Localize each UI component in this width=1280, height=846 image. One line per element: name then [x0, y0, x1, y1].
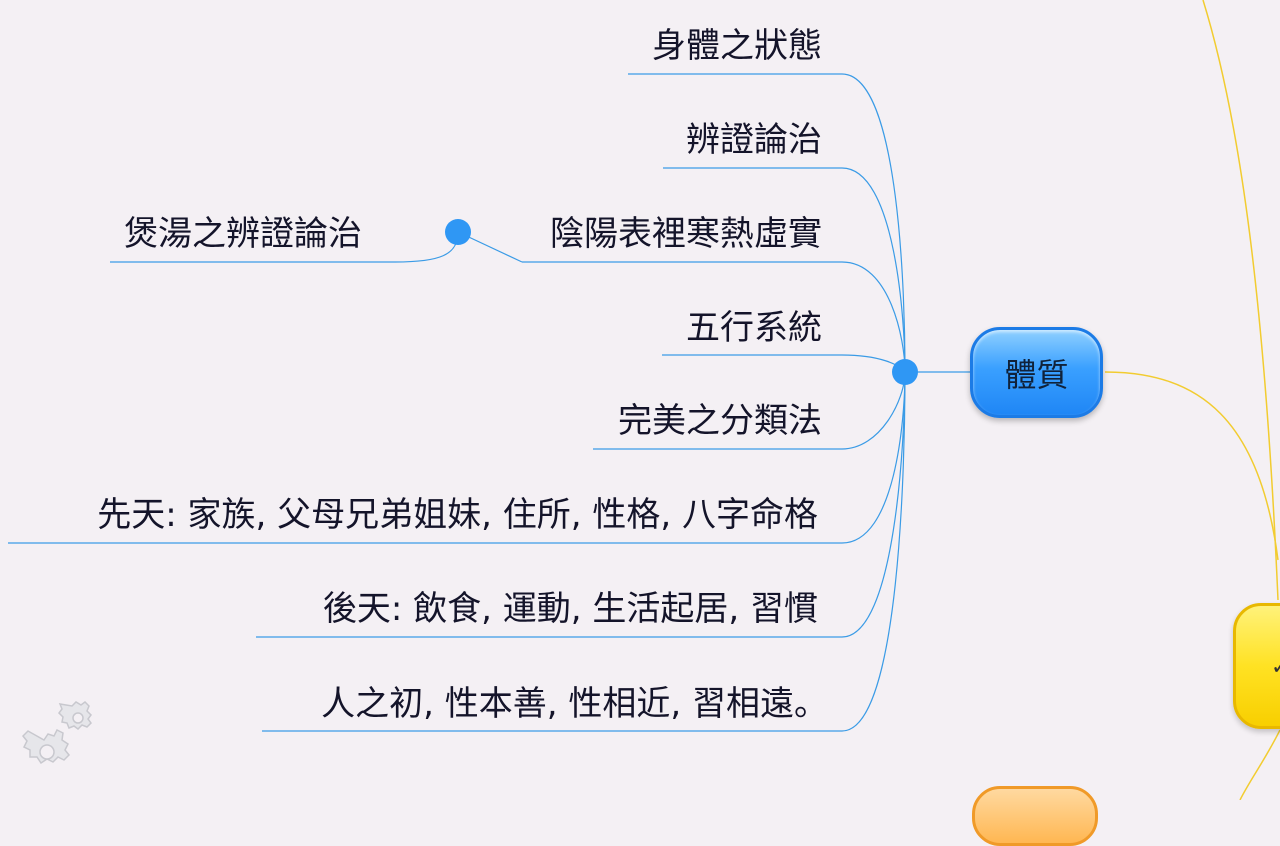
branch-collapse-dot[interactable]: [892, 359, 918, 385]
connector-lines: [8, 0, 1280, 800]
branch-congenital[interactable]: 先天: 家族, 父母兄弟姐妹, 住所, 性格, 八字命格: [97, 495, 818, 535]
branch-body-state[interactable]: 身體之狀態: [652, 26, 822, 66]
central-topic-label: 體質: [1004, 355, 1069, 394]
branch-three-character-classic[interactable]: 人之初, 性本善, 性相近, 習相遠。: [321, 684, 828, 724]
branch-five-elements[interactable]: 五行系統: [686, 308, 822, 348]
central-topic-node[interactable]: 體質: [970, 327, 1103, 418]
branch-classification[interactable]: 完美之分類法: [618, 401, 822, 441]
branch-syndrome-differentiation[interactable]: 辨證論治: [686, 120, 822, 160]
orange-topic-partial[interactable]: [972, 786, 1098, 846]
root-node-partial[interactable]: [1233, 603, 1280, 729]
gears-icon[interactable]: [14, 696, 106, 786]
branch-yin-yang[interactable]: 陰陽表裡寒熱虛實: [550, 214, 822, 254]
root-node-glyph: ✓: [1271, 655, 1280, 680]
subbranch-collapse-dot[interactable]: [445, 219, 471, 245]
subbranch-soup-syndrome[interactable]: 煲湯之辨證論治: [124, 214, 362, 254]
branch-acquired[interactable]: 後天: 飲食, 運動, 生活起居, 習慣: [322, 589, 818, 629]
